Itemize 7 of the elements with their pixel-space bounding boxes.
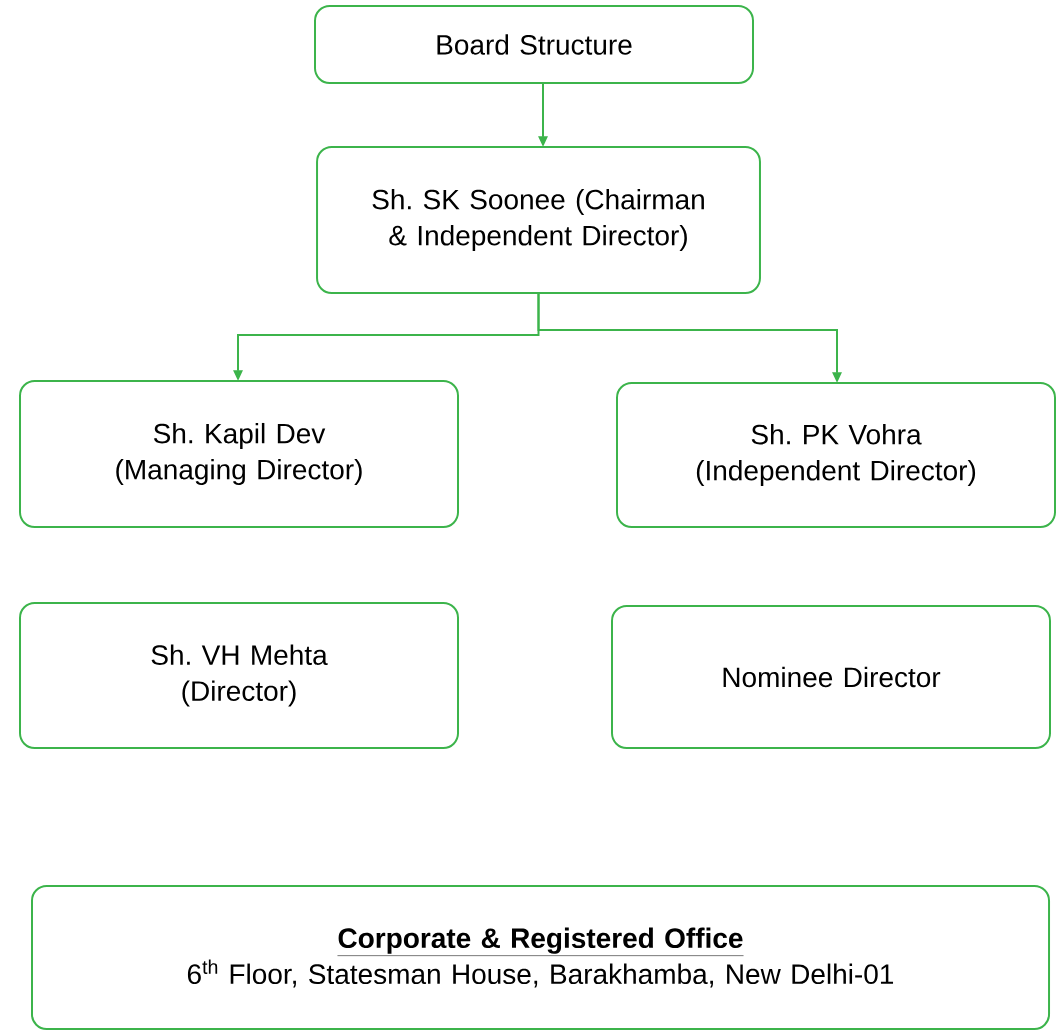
org-box: Nominee Director: [611, 605, 1051, 749]
office-box: Corporate & Registered Office 6$^{th}$ Floor, Statesman House, Barakhamba, New Delhi-01: [30, 885, 1051, 1030]
org-box: Sh. SK Soonee (Chairman & Independent Director): [316, 146, 761, 294]
org-box: Sh. Kapil Dev (Managing Director): [19, 380, 459, 528]
org-box: Board Structure: [314, 4, 754, 85]
org-box: Sh. PK Vohra (Independent Director): [616, 382, 1056, 528]
org-box: Sh. VH Mehta (Director): [19, 601, 459, 750]
